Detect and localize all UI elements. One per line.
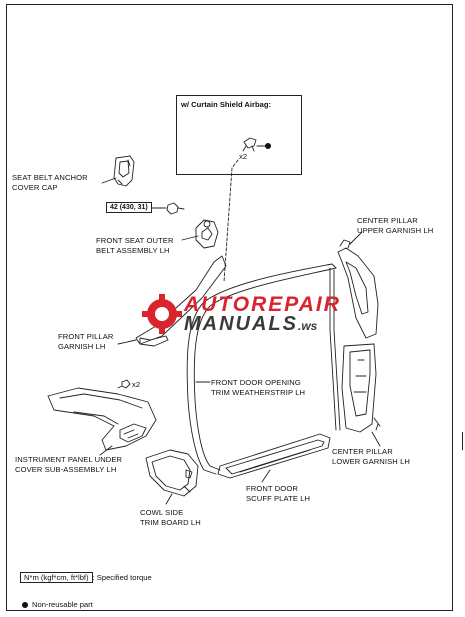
watermark-manuals: MANUALS (184, 313, 298, 335)
legend-torque: N*m (kgf*cm, ft*lbf): Specified torque (20, 572, 152, 583)
clip-screw-drawing (117, 379, 131, 389)
label-center-pillar-lower-garnish: CENTER PILLAR LOWER GARNISH LH (332, 447, 410, 466)
legend-non-reusable: Non-reusable part (22, 600, 93, 609)
inset-leader-line (223, 159, 239, 283)
legend-torque-desc: : Specified torque (92, 573, 152, 582)
instrument-panel-under-cover-drawing (47, 387, 157, 451)
center-pillar-upper-garnish-drawing (337, 239, 379, 339)
anchor-bolt-drawing (166, 202, 185, 215)
label-front-pillar-garnish: FRONT PILLAR GARNISH LH (58, 332, 114, 351)
center-pillar-lower-garnish-drawing (341, 343, 381, 433)
front-door-scuff-plate-drawing (217, 433, 331, 479)
non-reusable-bullet-icon (22, 602, 28, 608)
label-front-seat-outer-belt: FRONT SEAT OUTER BELT ASSEMBLY LH (96, 236, 174, 255)
seat-belt-anchor-cover-cap-drawing (113, 155, 135, 187)
legend-non-reusable-text: Non-reusable part (32, 600, 93, 609)
label-clip-quantity: x2 (132, 380, 141, 389)
label-front-door-scuff-plate: FRONT DOOR SCUFF PLATE LH (246, 484, 311, 503)
label-front-door-weatherstrip: FRONT DOOR OPENING TRIM WEATHERSTRIP LH (211, 378, 306, 397)
front-seat-outer-belt-drawing (195, 219, 219, 249)
watermark-line1: AUTOREPAIR (184, 293, 341, 316)
inset-quantity: x2 (239, 152, 248, 161)
label-center-pillar-upper-garnish: CENTER PILLAR UPPER GARNISH LH (357, 216, 434, 235)
non-reusable-dot-icon (265, 143, 271, 149)
cowl-side-trim-board-drawing (145, 449, 199, 497)
label-instrument-panel-under-cover: INSTRUMENT PANEL UNDER COVER SUB-ASSEMBL… (15, 455, 123, 474)
inset-clip-drawing (242, 137, 271, 152)
watermark-suffix: .ws (298, 319, 318, 333)
label-cowl-side-trim-board: COWL SIDE TRIM BOARD LH (140, 508, 201, 527)
watermark: AUTOREPAIR MANUALS.ws (140, 293, 339, 336)
legend-torque-unit: N*m (kgf*cm, ft*lbf) (20, 572, 93, 583)
inset-title: w/ Curtain Shield Airbag: (181, 100, 272, 109)
torque-badge: 42 (430, 31) (106, 202, 152, 213)
curtain-shield-inset: w/ Curtain Shield Airbag: (176, 95, 302, 175)
gear-icon (142, 294, 182, 334)
watermark-line2: MANUALS.ws (184, 313, 317, 336)
label-seat-belt-anchor-cover-cap: SEAT BELT ANCHOR COVER CAP (12, 173, 88, 192)
front-door-weatherstrip-drawing (186, 263, 341, 475)
diagram-frame (6, 4, 453, 611)
edge-tick (462, 432, 463, 450)
